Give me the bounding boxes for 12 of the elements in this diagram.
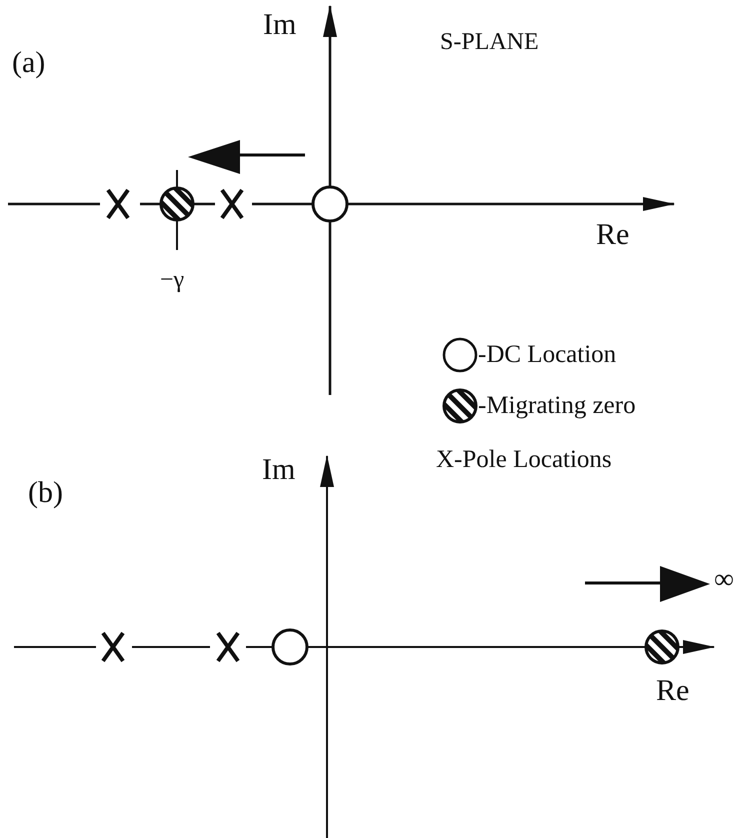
legend-text: -DC Location bbox=[478, 342, 616, 367]
legend-text: -Migrating zero bbox=[478, 393, 636, 418]
legend-text: X-Pole Locations bbox=[436, 447, 612, 472]
plot-title: S-PLANE bbox=[440, 30, 539, 54]
axis-label: ∞ bbox=[714, 566, 734, 594]
axis-label: Re bbox=[596, 220, 630, 250]
axis-label: −γ bbox=[160, 268, 184, 292]
axis-label: (a) bbox=[12, 48, 46, 78]
axis-label: Re bbox=[656, 676, 690, 706]
axis-label: (b) bbox=[28, 478, 63, 508]
axis-label: Im bbox=[263, 10, 296, 40]
axis-label: Im bbox=[262, 455, 296, 485]
